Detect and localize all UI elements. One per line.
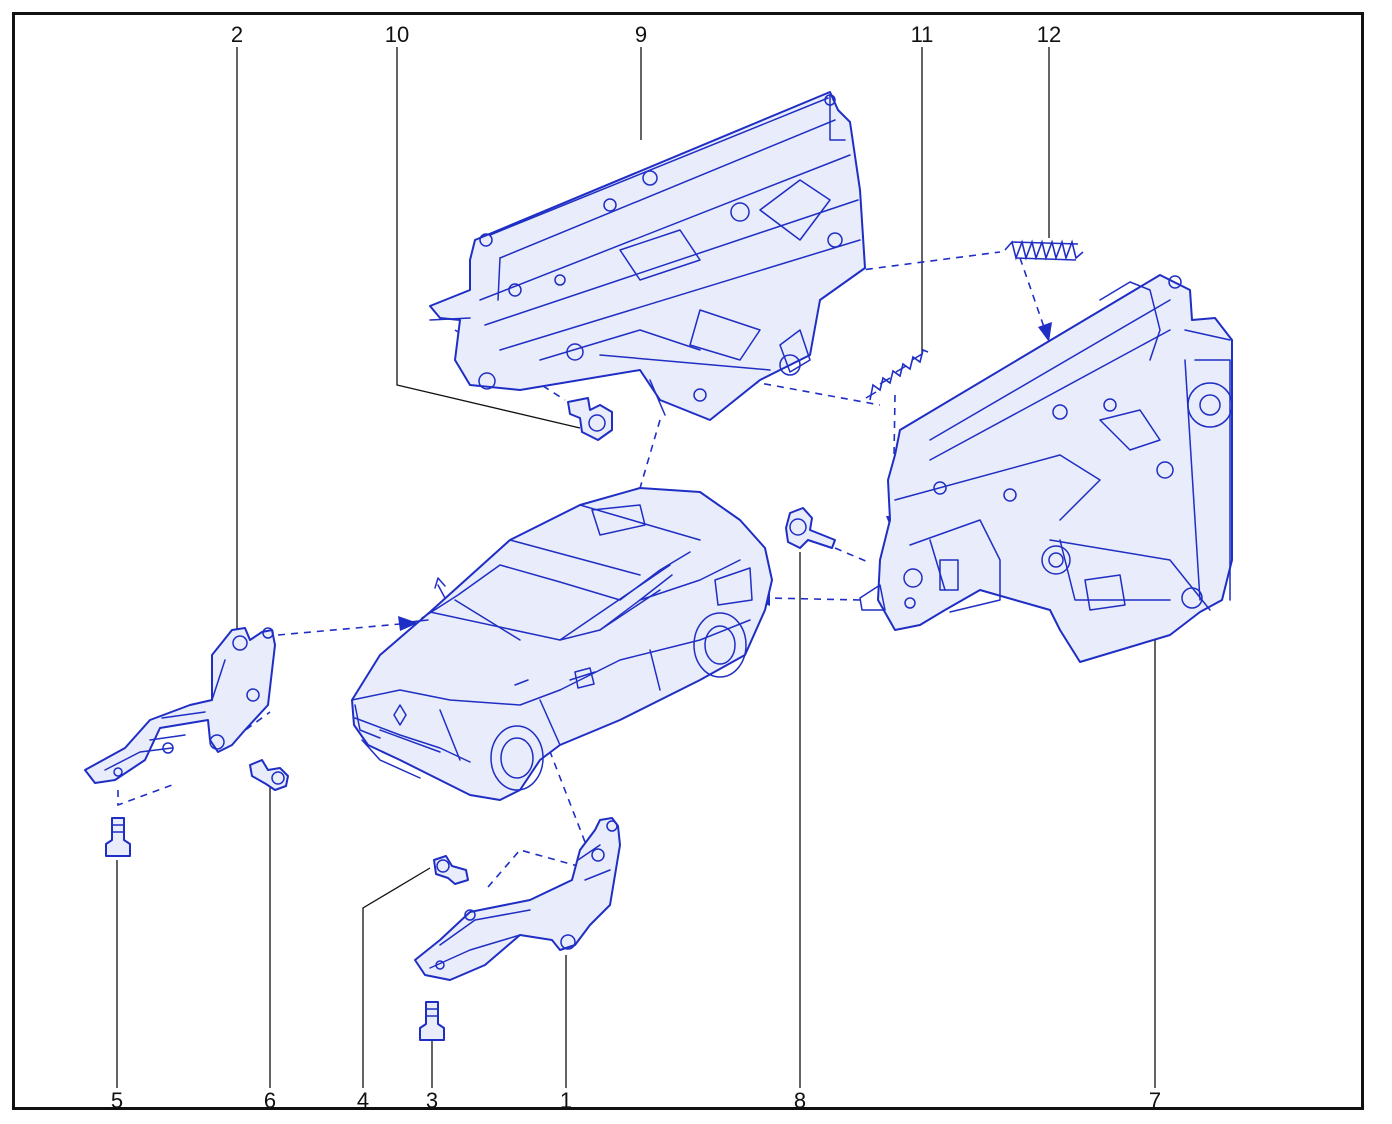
callout-9: 9 <box>634 22 648 47</box>
callout-4: 4 <box>356 1088 370 1113</box>
callout-6: 6 <box>263 1088 277 1113</box>
part-10-bolt <box>567 397 613 441</box>
callout-2: 2 <box>230 22 244 47</box>
part-4-bolt <box>433 855 469 885</box>
part-7-bracket-assembly <box>859 274 1233 663</box>
leader-10 <box>396 47 581 429</box>
callout-12: 12 <box>1036 22 1062 47</box>
callout-5: 5 <box>110 1088 124 1113</box>
callout-3: 3 <box>425 1088 439 1113</box>
part-11-spring <box>865 348 929 401</box>
part-12-spring <box>1004 239 1084 261</box>
callout-1: 1 <box>559 1088 573 1113</box>
leader-lines <box>116 47 1156 1088</box>
part-6-bolt <box>249 759 289 791</box>
part-5-bolt <box>105 817 131 857</box>
vehicle-body <box>351 487 773 801</box>
part-9-mechanism-frame <box>429 91 866 421</box>
part-2-hinge-bracket <box>84 627 276 784</box>
callout-11: 11 <box>910 22 934 47</box>
part-1-hinge-bracket <box>414 817 621 981</box>
part-3-bolt <box>419 1001 445 1041</box>
callout-10: 10 <box>384 22 410 47</box>
leader-4 <box>362 867 431 1088</box>
callout-7: 7 <box>1148 1088 1162 1113</box>
part-8-bolt <box>785 507 836 549</box>
callout-8: 8 <box>793 1088 807 1113</box>
